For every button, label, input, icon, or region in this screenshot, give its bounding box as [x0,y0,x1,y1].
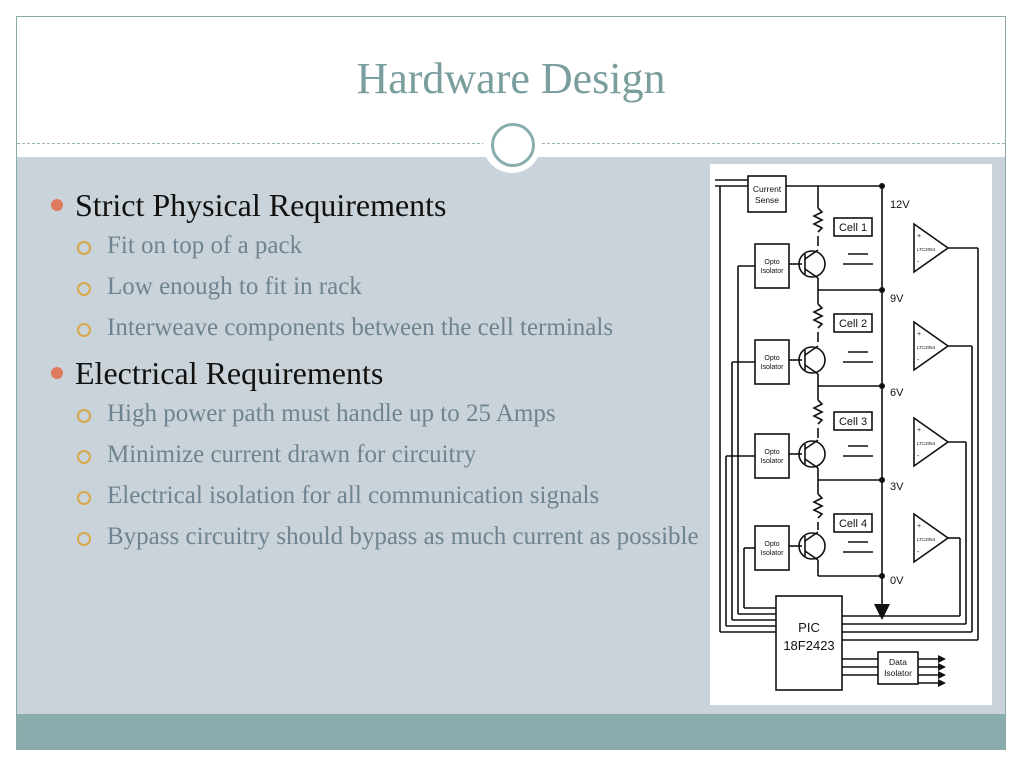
bullet-electrical: Electrical Requirements High power path … [51,353,701,554]
sub-bullet-ring-icon [77,491,91,505]
slide-frame: Hardware Design Strict Physical Requirem… [16,16,1006,750]
sub-list: Fit on top of a pack Low enough to fit i… [75,229,701,345]
data-isolator-label: Isolator [884,668,912,678]
opamp-part-label: LTC2054 [917,247,936,252]
voltage-label: 9V [890,293,904,305]
circuit-diagram: Current Sense 12V 9V 6V 3V 0V Cell 1 Cel… [710,164,992,705]
sub-bullet: Low enough to fit in rack [75,270,701,304]
sub-bullet-text: Interweave components between the cell t… [107,314,614,341]
sub-bullet-ring-icon [77,532,91,546]
opamp-minus: - [917,357,920,364]
sub-bullet-text: Fit on top of a pack [107,232,303,259]
current-sense-box [747,175,787,213]
sub-bullet: Interweave components between the cell t… [75,311,701,345]
opto-label: Isolator [761,364,785,371]
pic-label: 18F2423 [783,638,834,653]
bullet-dot-icon [51,199,63,211]
opamp-plus: + [917,427,921,434]
opto-1-box [754,243,790,289]
opamp-plus: + [917,233,921,240]
cell-2-box [833,313,873,333]
voltage-label: 0V [890,575,904,587]
pic-box [775,595,843,691]
sub-bullet-text: Bypass circuitry should bypass as much c… [107,523,699,550]
opamp-part-label: LTC2054 [917,537,936,542]
opamp-minus: - [917,259,920,266]
pic-label: PIC [798,620,820,635]
opto-label: Opto [764,541,779,548]
voltage-label: 12V [890,199,910,211]
sub-bullet: Bypass circuitry should bypass as much c… [75,520,701,554]
cell-label: Cell 3 [839,416,867,428]
sub-bullet-text: Minimize current drawn for circuitry [107,441,477,468]
sub-bullet-text: High power path must handle up to 25 Amp… [107,400,556,427]
voltage-label: 3V [890,481,904,493]
circuit-svg: Current Sense 12V 9V 6V 3V 0V Cell 1 Cel… [715,175,979,691]
sub-bullet-text: Low enough to fit in rack [107,273,362,300]
opamp-minus: - [917,453,920,460]
sub-bullet: Fit on top of a pack [75,229,701,263]
bullet-dot-icon [51,367,63,379]
opamp-plus: + [917,523,921,530]
ground-arrow-icon [874,604,890,620]
sub-bullet-text: Electrical isolation for all communicati… [107,482,600,509]
opto-label: Isolator [761,268,785,275]
sub-bullet-ring-icon [77,450,91,464]
sub-list: High power path must handle up to 25 Amp… [75,397,701,554]
sub-bullet: Electrical isolation for all communicati… [75,479,701,513]
footer-bar [17,714,1005,749]
voltage-label: 6V [890,387,904,399]
cell-label: Cell 4 [839,518,867,530]
current-sense-label: Current [753,184,782,194]
opto-label: Opto [764,449,779,456]
cell-1-box [833,217,873,237]
current-sense-label: Sense [755,195,779,205]
opto-label: Isolator [761,458,785,465]
sub-bullet: High power path must handle up to 25 Amp… [75,397,701,431]
cell-3-box [833,411,873,431]
data-isolator-box [877,651,919,685]
sub-bullet: Minimize current drawn for circuitry [75,438,701,472]
cell-4-box [833,513,873,533]
bullet-text: Electrical Requirements [75,355,384,391]
sub-bullet-ring-icon [77,323,91,337]
opto-4-box [754,525,790,571]
bullet-physical: Strict Physical Requirements Fit on top … [51,185,701,345]
cell-label: Cell 1 [839,222,867,234]
opto-2-box [754,339,790,385]
sub-bullet-ring-icon [77,282,91,296]
opto-3-box [754,433,790,479]
data-isolator-label: Data [889,657,907,667]
opto-label: Opto [764,355,779,362]
sub-bullet-ring-icon [77,241,91,255]
bullet-list: Strict Physical Requirements Fit on top … [51,179,701,562]
opto-label: Isolator [761,550,785,557]
opamp-minus: - [917,549,920,556]
bullet-text: Strict Physical Requirements [75,187,447,223]
opamp-plus: + [917,331,921,338]
slide-title: Hardware Design [356,54,666,103]
sub-bullet-ring-icon [77,409,91,423]
opamp-part-label: LTC2054 [917,345,936,350]
opamp-part-label: LTC2054 [917,441,936,446]
divider-ring-inner [491,123,535,167]
cell-label: Cell 2 [839,318,867,330]
opto-label: Opto [764,259,779,266]
